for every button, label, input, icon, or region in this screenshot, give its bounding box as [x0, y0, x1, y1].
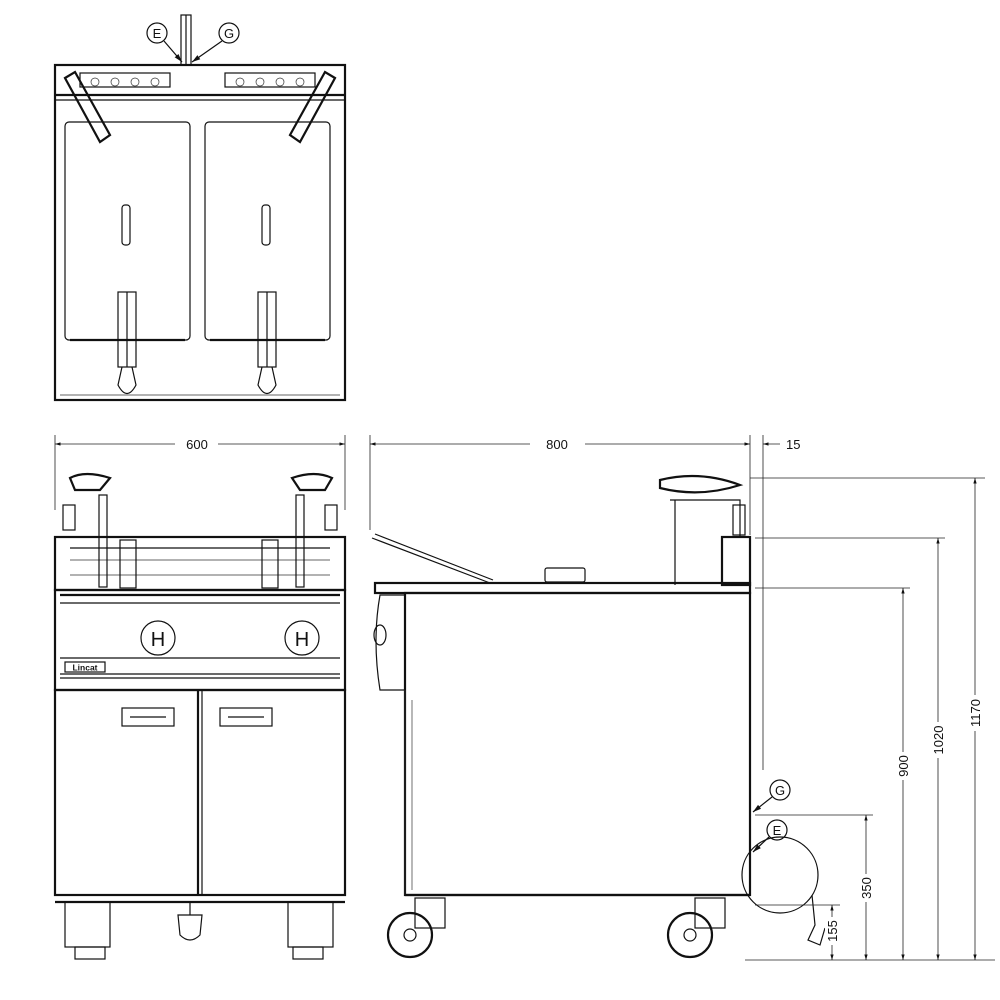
- lift-head-left: [68, 472, 112, 492]
- castor-front-left: [64, 901, 111, 948]
- door-handle-left: [121, 707, 175, 727]
- callout-G-top: G: [191, 22, 240, 63]
- lift-head-side: [658, 474, 744, 494]
- svg-text:H: H: [295, 629, 309, 651]
- dim-height-flue: 1020: [931, 726, 946, 755]
- control-knobs-left: [79, 72, 171, 88]
- svg-text:G: G: [224, 26, 234, 41]
- svg-text:H: H: [151, 629, 165, 651]
- dim-depth: 800: [546, 437, 568, 452]
- control-knobs-right: [224, 72, 316, 88]
- front-view: 600 H H Lincat: [53, 435, 347, 960]
- callout-E-side: E: [752, 819, 788, 853]
- power-cable: [741, 836, 819, 914]
- side-body: [403, 591, 752, 897]
- dim-overhang: 15: [786, 437, 800, 452]
- svg-text:G: G: [775, 783, 785, 798]
- side-view: 800 15: [369, 435, 995, 961]
- svg-text:E: E: [153, 26, 162, 41]
- callout-G-side: G: [752, 779, 791, 813]
- castor-side-front: [386, 897, 446, 959]
- brand-logo-text: Lincat: [72, 663, 97, 673]
- top-view: E G: [53, 14, 347, 402]
- arm-right: [288, 70, 337, 144]
- dim-height-worktop: 900: [896, 755, 911, 777]
- castor-front-right: [287, 901, 334, 948]
- control-knob-right[interactable]: H: [284, 620, 320, 656]
- castor-side-rear: [666, 897, 726, 959]
- callout-E-top: E: [146, 22, 183, 63]
- lift-head-right: [290, 472, 334, 492]
- control-knob-left[interactable]: H: [140, 620, 176, 656]
- dim-width: 600: [186, 437, 208, 452]
- basket-handle-left: [117, 291, 137, 395]
- arm-left: [63, 70, 112, 144]
- svg-text:E: E: [773, 823, 782, 838]
- basket-handle-right: [257, 291, 277, 395]
- dim-height-total: 1170: [968, 699, 983, 727]
- door-handle-right: [219, 707, 273, 727]
- dim-height-gas: 350: [859, 877, 874, 899]
- brand-badge: [64, 661, 106, 673]
- cabinet: [53, 688, 347, 897]
- plug-side-icon: [807, 894, 826, 946]
- dim-height-electric: 155: [825, 920, 840, 942]
- plug-icon: [177, 914, 203, 941]
